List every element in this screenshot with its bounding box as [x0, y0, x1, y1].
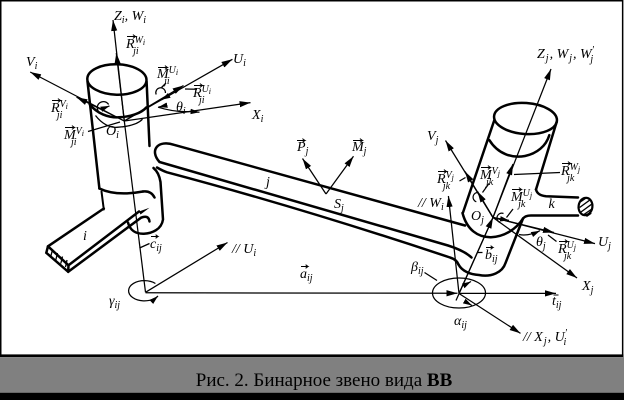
svg-text:tij: tij [552, 294, 562, 311]
svg-text:Zi, Wi: Zi, Wi [114, 9, 146, 26]
svg-text:Xi: Xi [251, 108, 264, 125]
svg-text:Vi: Vi [26, 55, 38, 72]
svg-text:// Ui: // Ui [231, 242, 256, 259]
svg-text:Uj: Uj [598, 235, 611, 252]
svg-text:// Xj, U′i: // Xj, U′i [522, 328, 568, 348]
svg-text:cij: cij [150, 237, 162, 254]
svg-text:Mj: Mj [351, 140, 367, 157]
svg-text:Xj: Xj [581, 279, 594, 296]
svg-text:Vj: Vj [427, 129, 439, 146]
svg-text:i: i [83, 229, 87, 244]
svg-text:Zj, Wj, W′j: Zj, Wj, W′j [537, 45, 595, 65]
svg-text:Ui: Ui [233, 52, 246, 69]
svg-text:Oj: Oj [471, 209, 484, 226]
svg-text:k: k [549, 197, 556, 212]
svg-text:θj: θj [536, 235, 546, 252]
svg-text:Рис. 2. Бинарное звено вида ВВ: Рис. 2. Бинарное звено вида ВВ [196, 370, 453, 391]
svg-text:// Wi: // Wi [417, 196, 444, 213]
svg-text:Sj: Sj [334, 197, 344, 214]
svg-text:Pj: Pj [296, 140, 309, 157]
svg-text:j: j [264, 175, 270, 190]
svg-text:θi: θi [176, 100, 186, 117]
svg-text:Oi: Oi [106, 124, 119, 141]
svg-text:γij: γij [109, 294, 120, 311]
